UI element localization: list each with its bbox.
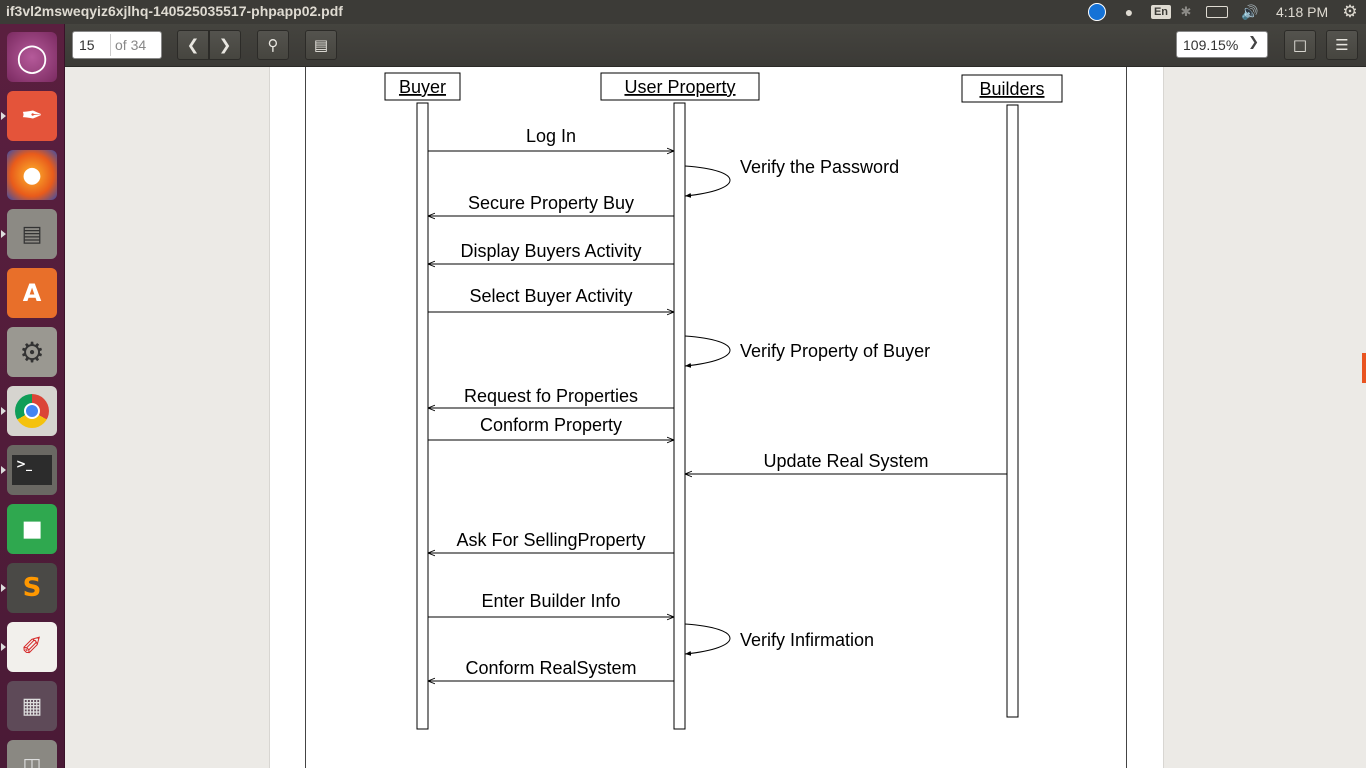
window-title: if3vl2msweqyiz6xjlhq-140525035517-phpapp… [6, 3, 343, 19]
message-12: Verify Infirmation [684, 623, 874, 656]
message-7: Request fo Properties [428, 386, 674, 408]
page-separator [110, 34, 111, 56]
message-label: Log In [526, 126, 576, 146]
search-button[interactable]: ⚲ [257, 30, 289, 60]
message-label: Secure Property Buy [468, 193, 634, 213]
message-label: Conform RealSystem [465, 658, 636, 678]
search-icon: ⚲ [267, 36, 279, 54]
message-label: Verify Infirmation [740, 630, 874, 650]
teamviewer-icon[interactable] [1086, 0, 1108, 24]
document-icon: □ [1292, 36, 1308, 54]
keyboard-layout-indicator[interactable]: En [1150, 0, 1172, 24]
lifeline-buyer: Buyer [384, 72, 461, 730]
inkscape-icon[interactable]: ✒ [1, 91, 57, 141]
bluetooth-icon[interactable]: ✱ [1180, 4, 1192, 19]
lifeline-builders: Builders [961, 74, 1063, 718]
message-label: Verify the Password [740, 157, 899, 177]
chevron-right-icon: ❯ [218, 36, 232, 54]
lifeline-label: User Property [624, 77, 735, 97]
message-11: Enter Builder Info [428, 591, 674, 617]
trash-icon[interactable]: ◫ [7, 740, 57, 768]
document-properties-button[interactable]: □ [1284, 30, 1316, 60]
lifeline-user-property: User Property [600, 72, 760, 730]
message-8: Conform Property [428, 415, 674, 440]
self-message-arrow [684, 165, 731, 198]
self-message-arrow [684, 623, 731, 656]
message-label: Ask For SellingProperty [456, 530, 645, 550]
page-frame-right [1126, 67, 1127, 768]
lifeline-label: Builders [979, 79, 1044, 99]
message-6: Verify Property of Buyer [684, 335, 930, 368]
chevron-left-icon: ❮ [186, 36, 200, 54]
message-9: Update Real System [685, 451, 1007, 474]
battery-icon[interactable] [1204, 0, 1230, 24]
sequence-diagram: Buyer User Property Builders Log In Verify … [384, 72, 1063, 730]
activation-bar [673, 102, 686, 730]
lifeline-label: Buyer [399, 77, 446, 97]
zoom-selector[interactable]: ❯ [1176, 31, 1268, 58]
files-icon[interactable]: ▤ [1, 209, 57, 259]
document-viewer-icon[interactable]: ✐ [1, 622, 57, 672]
message-label: Display Buyers Activity [460, 241, 641, 261]
clock[interactable]: 4:18 PM [1276, 4, 1329, 20]
power-icon[interactable]: ⚙ [1342, 2, 1358, 21]
self-message-arrow [684, 335, 731, 368]
chevron-down-icon: ❯ [1248, 35, 1259, 50]
clipboard-icon: ▤ [313, 36, 329, 54]
menu-button[interactable]: ☰ [1326, 30, 1358, 60]
message-1: Log In [428, 126, 674, 151]
page-selector[interactable]: of 34 [72, 31, 162, 59]
terminal-icon[interactable]: >_ [1, 445, 57, 495]
viewer-toolbar: of 34 ❮ ❯ ⚲ ▤ ❯ □ ☰ [65, 24, 1366, 67]
keyboard-layout-label: En [1150, 5, 1172, 19]
zoom-input[interactable] [1177, 32, 1241, 57]
message-10: Ask For SellingProperty [428, 530, 674, 553]
next-page-button[interactable]: ❯ [209, 30, 241, 60]
page-number-input[interactable] [73, 32, 115, 58]
launcher: ◯ ✒ ● ▤ A ⚙ >_ ◼ S ✐ ▦ ◫ [0, 24, 65, 768]
software-center-icon[interactable]: A [7, 268, 57, 318]
annotations-button[interactable]: ▤ [305, 30, 337, 60]
message-5: Select Buyer Activity [428, 286, 674, 312]
activation-bar [1006, 104, 1019, 718]
message-2: Verify the Password [684, 157, 899, 198]
turtle-app-icon[interactable]: ◼ [7, 504, 57, 554]
sublime-text-icon[interactable]: S [1, 563, 57, 613]
hamburger-menu-icon: ☰ [1335, 36, 1349, 54]
wifi-icon[interactable]: ● [1124, 4, 1134, 20]
message-3: Secure Property Buy [428, 193, 674, 216]
message-4: Display Buyers Activity [428, 241, 674, 264]
activation-bar [416, 102, 429, 730]
lifeline-header-box [600, 72, 760, 101]
message-label: Update Real System [763, 451, 928, 471]
document-view[interactable]: Buyer User Property Builders Log In Verify … [65, 67, 1366, 768]
system-settings-icon[interactable]: ⚙ [7, 327, 57, 377]
lifeline-header-box [384, 72, 461, 101]
page-total-label: of 34 [115, 37, 147, 53]
message-13: Conform RealSystem [428, 658, 674, 681]
workspace-switcher-icon[interactable]: ▦ [7, 681, 57, 731]
scroll-indicator[interactable] [1362, 353, 1366, 383]
message-label: Conform Property [480, 415, 622, 435]
lifeline-header-box [961, 74, 1063, 103]
message-label: Select Buyer Activity [469, 286, 632, 306]
system-top-bar: if3vl2msweqyiz6xjlhq-140525035517-phpapp… [0, 0, 1366, 24]
ubuntu-dash-icon[interactable]: ◯ [7, 32, 57, 82]
volume-icon[interactable]: 🔊 [1241, 3, 1259, 20]
firefox-icon[interactable]: ● [7, 150, 57, 200]
message-label: Enter Builder Info [481, 591, 620, 611]
chrome-icon[interactable] [1, 386, 57, 436]
message-label: Verify Property of Buyer [740, 341, 930, 361]
previous-page-button[interactable]: ❮ [177, 30, 209, 60]
page-frame-left [305, 67, 306, 768]
message-label: Request fo Properties [464, 386, 638, 406]
